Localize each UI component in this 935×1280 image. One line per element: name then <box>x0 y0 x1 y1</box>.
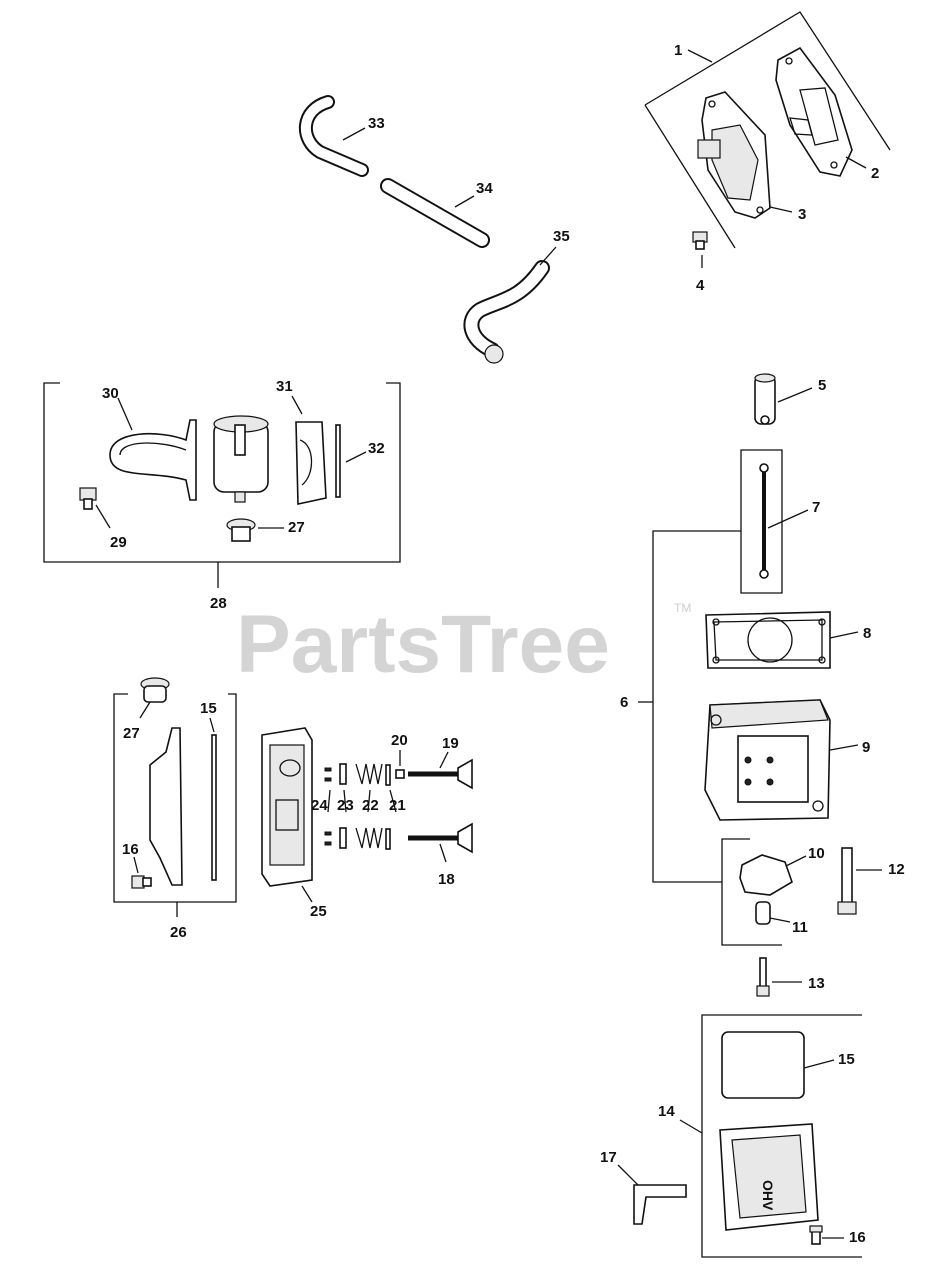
callout-6: 6 <box>620 694 628 711</box>
breather-gasket-part[interactable] <box>775 46 853 177</box>
callout-5: 5 <box>818 377 826 394</box>
deflector-10-part[interactable] <box>739 854 793 896</box>
valve-lifter-5-part[interactable] <box>754 373 776 425</box>
callout-27-top: 27 <box>288 519 305 536</box>
callout-27-left: 27 <box>123 725 140 742</box>
valve-seals-21-part[interactable] <box>385 764 391 850</box>
callout-32: 32 <box>368 440 385 457</box>
callout-22: 22 <box>362 797 379 814</box>
valve-train-group <box>261 727 473 903</box>
callout-16-left: 16 <box>122 841 139 858</box>
callout-labels: 1 2 3 4 5 6 7 8 9 10 11 12 13 14 15 15 1… <box>102 42 905 1246</box>
callout-25: 25 <box>310 903 327 920</box>
grommet-27-part[interactable] <box>226 518 256 542</box>
valve-keepers-24-part[interactable] <box>324 767 332 846</box>
callout-15-strip: 15 <box>200 700 217 717</box>
bracket-screw-29-part[interactable] <box>79 487 97 510</box>
callout-18: 18 <box>438 871 455 888</box>
valve-cap-20-part[interactable] <box>395 769 405 779</box>
cylinder-block-25-part[interactable] <box>261 727 313 887</box>
callout-26: 26 <box>170 924 187 941</box>
callout-19: 19 <box>442 735 459 752</box>
breather-plate-part[interactable] <box>149 727 183 886</box>
watermark-text: PartsTree <box>236 599 610 690</box>
bracket-17-part[interactable] <box>633 1184 687 1225</box>
callout-20: 20 <box>391 732 408 749</box>
callout-30: 30 <box>102 385 119 402</box>
grommet-27b-part[interactable] <box>140 677 170 703</box>
callout-1: 1 <box>674 42 682 59</box>
callout-35: 35 <box>553 228 570 245</box>
watermark-trademark: TM <box>674 601 691 615</box>
head-gasket-8-part[interactable] <box>705 611 831 669</box>
callout-33: 33 <box>368 115 385 132</box>
callout-29: 29 <box>110 534 127 551</box>
breather-assembly-group <box>644 11 891 268</box>
callout-2: 2 <box>871 165 879 182</box>
strip-32-part[interactable] <box>335 424 341 498</box>
ohv-emboss-text: OHV <box>760 1180 776 1211</box>
callout-31: 31 <box>276 378 293 395</box>
intake-valve-18-part[interactable] <box>408 822 473 854</box>
callout-8: 8 <box>863 625 871 642</box>
bracket-clamp-30-part[interactable] <box>109 419 197 501</box>
callout-4: 4 <box>696 277 705 294</box>
oil-breather-group <box>113 677 237 917</box>
fuel-filter-bracket-group <box>43 382 401 588</box>
breather-screw-part[interactable] <box>692 231 708 250</box>
exhaust-valve-19-part[interactable] <box>408 758 473 790</box>
screw-16b-part[interactable] <box>809 1225 823 1245</box>
valve-cover-14-part[interactable]: OHV <box>719 1123 819 1231</box>
callout-7: 7 <box>812 499 820 516</box>
callout-28: 28 <box>210 595 227 612</box>
callout-15-cover-gasket: 15 <box>838 1051 855 1068</box>
cylinder-head-assembly-group <box>638 449 783 946</box>
valve-cover-group: OHV <box>617 1014 862 1258</box>
spring-retainers-23-part[interactable] <box>339 763 347 849</box>
callout-24: 24 <box>311 797 328 814</box>
callout-17: 17 <box>600 1149 617 1166</box>
head-bolt-12-part[interactable] <box>837 847 857 915</box>
callout-11: 11 <box>792 919 808 936</box>
callout-14: 14 <box>658 1103 675 1120</box>
callout-21: 21 <box>389 797 406 814</box>
fitting-11-part[interactable] <box>755 901 771 925</box>
callout-12: 12 <box>888 861 905 878</box>
fuel-filter-part[interactable] <box>213 415 269 503</box>
callout-34: 34 <box>476 180 493 197</box>
screw-16a-part[interactable] <box>131 875 152 889</box>
callout-9: 9 <box>862 739 870 756</box>
callout-16-right: 16 <box>849 1229 866 1246</box>
callout-10: 10 <box>808 845 825 862</box>
gasket-strip-15-part[interactable] <box>211 734 217 881</box>
callout-3: 3 <box>798 206 806 223</box>
push-rod-7-part[interactable] <box>759 463 769 579</box>
cylinder-head-9-part[interactable] <box>704 699 831 821</box>
callout-13: 13 <box>808 975 825 992</box>
valve-springs-22-part[interactable] <box>355 763 383 849</box>
stud-13-part[interactable] <box>756 957 770 997</box>
cover-gasket-15-part[interactable] <box>721 1031 805 1099</box>
hoses-group <box>299 95 557 364</box>
callout-23: 23 <box>337 797 354 814</box>
